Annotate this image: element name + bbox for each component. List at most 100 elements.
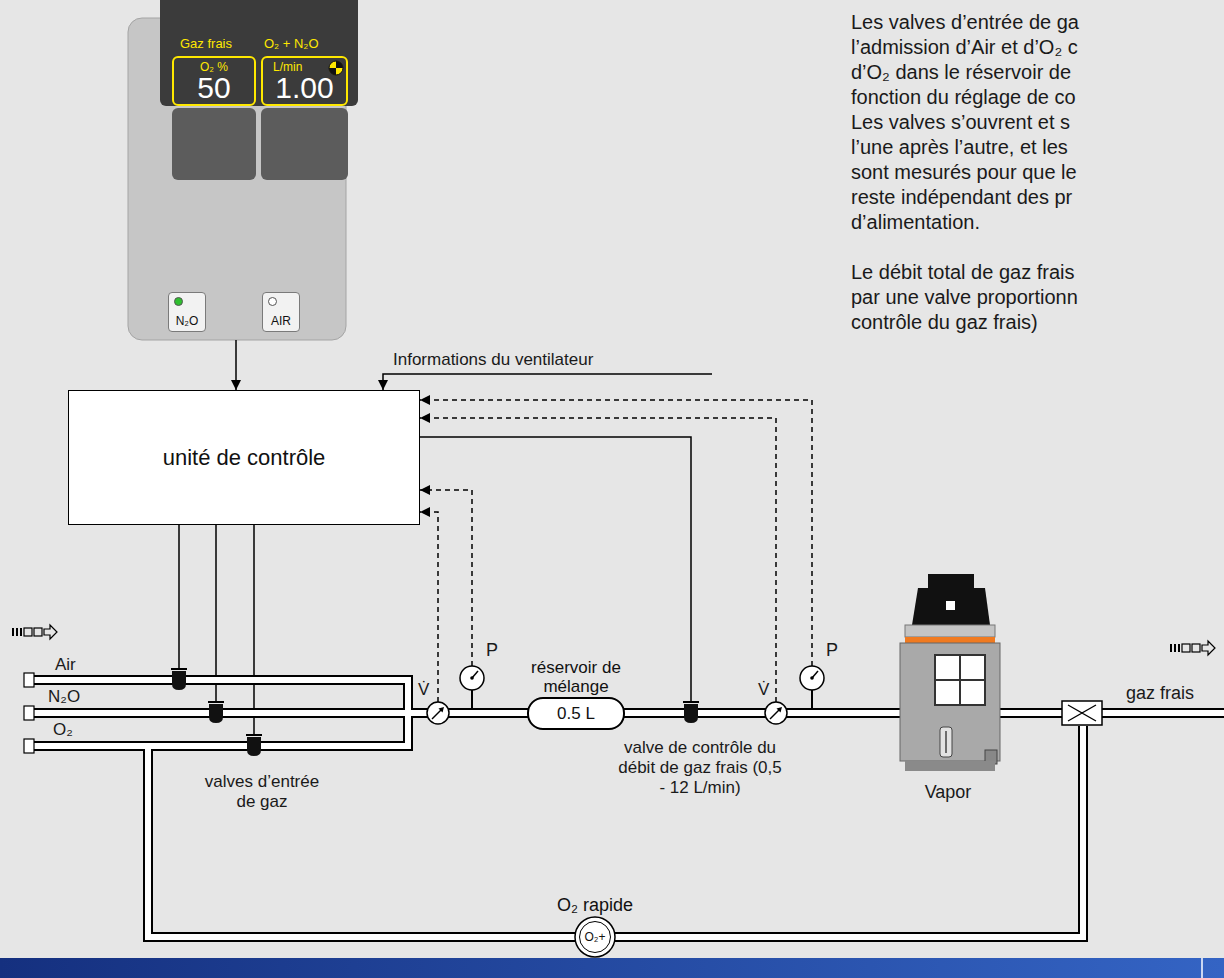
icon-bar xyxy=(20,628,22,636)
valve-body xyxy=(172,671,186,690)
description-text: d’alimentation. xyxy=(851,210,980,234)
setting-unit: L/min xyxy=(273,60,302,74)
screen-heading: Gaz frais xyxy=(180,36,232,51)
vaporizer-window-bars xyxy=(935,655,985,705)
vaporizer-cap xyxy=(928,574,974,588)
valve-control-wire xyxy=(179,525,254,735)
device-screen xyxy=(160,0,358,106)
sensor-signal-line xyxy=(420,418,776,702)
tank-heading: réservoir de mélange xyxy=(511,658,641,696)
part-label: Vapor xyxy=(903,782,993,802)
description-text: l’admission d’Air et d’O₂ c xyxy=(851,35,1078,59)
valve-body xyxy=(247,737,261,756)
valve-body xyxy=(684,704,698,723)
icon-bar xyxy=(12,628,14,636)
screen-heading: O₂ + N₂O xyxy=(264,36,319,51)
box-title: unité de contrôle xyxy=(163,445,326,471)
gauge-dial xyxy=(800,666,824,690)
check-valve xyxy=(1062,701,1102,725)
flow-sensor xyxy=(765,702,787,724)
gas-label: O₂ xyxy=(53,720,73,739)
valve-cap xyxy=(208,701,224,703)
icon-bar xyxy=(1170,644,1172,652)
toggle-button: N₂O xyxy=(168,292,206,332)
icon-bar xyxy=(1178,644,1180,652)
gas-label: N₂O xyxy=(48,687,80,706)
proportional-valve xyxy=(683,702,699,723)
solenoid-valve xyxy=(171,669,187,690)
sensor-symbol-label: P xyxy=(486,640,498,660)
vaporizer-dial-housing xyxy=(912,588,990,625)
vaporizer-drawing xyxy=(900,574,1000,771)
description-text: Le débit total de gaz frais xyxy=(851,260,1074,284)
description-text: Les valves d’entrée de ga xyxy=(851,10,1079,34)
icon-bar xyxy=(1174,644,1176,652)
description-text: d’O₂ dans le réservoir de xyxy=(851,60,1071,84)
sensor-symbol-label: V̇ xyxy=(758,680,769,700)
gas-inlet xyxy=(24,673,34,687)
gas-inlet xyxy=(24,739,34,753)
sensor-symbol-label: V̇ xyxy=(418,680,429,700)
vaporizer-collar xyxy=(905,625,995,637)
vaporizer-base xyxy=(905,761,995,771)
icon-block xyxy=(34,628,42,636)
indicator-light xyxy=(268,297,277,306)
oxygen-flush-button: O₂ rapideO₂+ xyxy=(579,921,611,953)
description-text: Les valves s’ouvrent et s xyxy=(851,110,1070,134)
solenoid-valve xyxy=(208,702,224,723)
control-unit-box: unité de contrôle xyxy=(68,390,420,525)
description-text: reste indépendant des pr xyxy=(851,185,1072,209)
gas-inlet xyxy=(24,706,34,720)
device-panel: Gaz fraisO₂ + N₂OO₂ %50L/min1.00N₂OAIR xyxy=(128,0,360,340)
gas-label: Air xyxy=(55,655,76,674)
setting-value: 1.00 xyxy=(263,73,346,103)
solenoid-valve xyxy=(246,735,262,756)
vaporizer-handle xyxy=(940,727,952,757)
sensor-dial xyxy=(427,702,449,724)
part-label: valve de contrôle du débit de gaz frais … xyxy=(615,738,785,798)
valve-cap xyxy=(246,734,262,736)
vaporizer-indicator xyxy=(946,601,955,610)
icon-arrow xyxy=(1202,641,1215,655)
signal-label: Informations du ventilateur xyxy=(393,350,593,370)
valve-body xyxy=(209,704,223,723)
valve-control-wire xyxy=(420,437,691,702)
vaporizer-window xyxy=(935,655,985,705)
sensor-signal-line xyxy=(420,400,812,666)
mixing-tank: réservoir de mélange0.5 L xyxy=(527,697,625,730)
gauge-pivot xyxy=(470,676,474,680)
sensor-arrow-head xyxy=(777,707,783,713)
description-text: contrôle du gaz frais) xyxy=(851,310,1038,334)
gauge-stem xyxy=(811,690,813,708)
button-label: AIR xyxy=(263,314,299,328)
gauge-pivot xyxy=(810,676,814,680)
knob-area xyxy=(172,108,256,180)
gauge-stem xyxy=(471,690,473,708)
vaporizer-stripe xyxy=(905,637,995,643)
vaporizer-body xyxy=(900,643,1000,761)
icon-arrow xyxy=(44,625,57,639)
footer-divider xyxy=(1201,958,1203,978)
gas-pipe-bore xyxy=(30,680,1224,937)
valve-cap xyxy=(171,668,187,670)
icon-block xyxy=(1182,644,1190,652)
knob-area xyxy=(261,108,348,180)
setting-box: O₂ %50 xyxy=(172,56,256,106)
flow-direction-icon xyxy=(12,625,57,639)
flush-button-ring xyxy=(575,917,615,957)
outlet-label: gaz frais xyxy=(1126,683,1194,703)
indicator-light xyxy=(174,297,183,306)
icon-block xyxy=(1192,644,1200,652)
valve-cap xyxy=(683,701,699,703)
volume-value: 0.5 L xyxy=(557,704,595,723)
flush-heading: O₂ rapide xyxy=(557,895,633,915)
check-valve-flaps xyxy=(1068,705,1096,721)
icon-bar xyxy=(16,628,18,636)
pressure-gauge xyxy=(460,666,484,708)
sensor-signal-line xyxy=(420,512,438,702)
setting-value: 50 xyxy=(174,73,254,103)
button-symbol: O₂+ xyxy=(585,931,606,944)
setting-box: L/min1.00 xyxy=(261,56,348,106)
gas-pipe-outline xyxy=(30,680,1224,937)
